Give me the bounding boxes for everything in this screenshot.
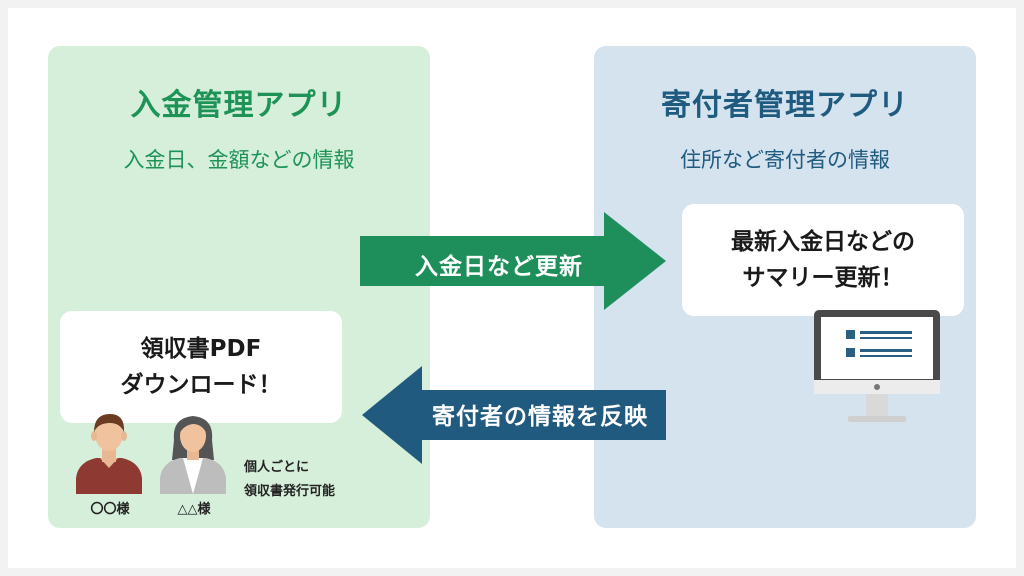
arrow-right-shape [360,212,666,310]
arrow-left-label: 寄付者の情報を反映 [432,404,648,430]
summary-callout-line2: サマリー更新！ [742,265,904,291]
donor-app-title: 寄付者管理アプリ [661,88,909,123]
issue-note-line2: 領収書発行可能 [244,484,336,499]
payment-app-subtitle: 入金日、金額などの情報 [123,148,355,172]
person-name-2: △△様 [177,502,211,517]
receipt-pdf-callout: 領収書PDF ダウンロード！ [60,311,342,423]
summary-update-callout: 最新入金日などの サマリー更新！ [682,204,964,316]
computer-monitor-icon [814,310,940,422]
receipt-callout-line2: ダウンロード！ [120,372,282,398]
receipt-callout-line1: 領収書PDF [140,336,262,362]
summary-callout-line1: 最新入金日などの [731,229,915,255]
payment-app-title: 入金管理アプリ [130,88,348,123]
issue-note-line1: 個人ごとに [244,460,310,475]
issue-note: 個人ごとに 領収書発行可能 [244,456,335,504]
donor-app-subtitle: 住所など寄付者の情報 [680,148,890,172]
arrow-right-label: 入金日など更新 [415,254,583,280]
male-person-icon [76,414,142,494]
female-person-icon [160,416,226,494]
arrow-left-shape [362,366,666,464]
person-name-1: 〇〇様 [90,502,130,517]
